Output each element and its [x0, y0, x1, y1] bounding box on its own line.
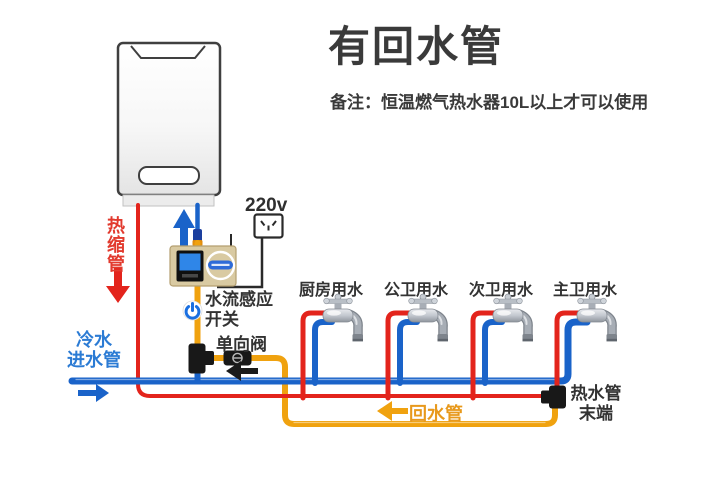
check-valve-label: 单向阀 — [216, 335, 267, 354]
heater-base — [122, 194, 215, 207]
power-switch-icon — [182, 300, 203, 321]
cold-inlet-label: 冷水 进水管 — [58, 330, 130, 370]
faucet-group-public-bath: 公卫用水 — [376, 276, 456, 348]
return-pipe-run — [201, 355, 558, 427]
faucet-group-master-bath: 主卫用水 — [545, 276, 625, 348]
power-cord — [217, 233, 264, 289]
controller-ring — [205, 250, 236, 281]
faucet-icon — [404, 293, 448, 345]
check-valve-direction-arrow — [226, 361, 258, 381]
return-pipe-label: 回水管 — [409, 404, 463, 424]
hot-riser-4 — [554, 310, 592, 395]
hot-riser-2 — [385, 310, 423, 401]
cold-inlet-label-line1: 冷水 — [76, 330, 112, 350]
water-heater — [116, 41, 222, 207]
heater-top-notch — [130, 45, 206, 59]
voltage-label: 220v — [245, 195, 288, 216]
note-text: 备注：恒温燃气热水器10L以上才可以使用 — [330, 93, 649, 112]
hot-riser-1 — [300, 310, 338, 401]
faucet-group-second-bath: 次卫用水 — [461, 276, 541, 348]
hot-riser-3 — [470, 310, 508, 401]
flow-sensor-controller — [169, 245, 237, 287]
cold-riser-1 — [312, 319, 335, 386]
faucet-icon — [489, 293, 533, 345]
faucet-label: 厨房用水 — [298, 282, 363, 299]
heat-shrink-pipe-label: 热缩管 — [105, 216, 125, 273]
flow-up-arrow — [173, 209, 195, 246]
cold-inlet-label-line2: 进水管 — [67, 350, 121, 370]
inlet-connector — [193, 229, 202, 242]
power-outlet-icon — [253, 213, 284, 239]
check-valve-icon — [223, 350, 252, 366]
heater-vent — [138, 166, 200, 185]
faucet-group-kitchen: 厨房用水 — [291, 276, 371, 348]
page-title: 有回水管 — [328, 23, 505, 70]
heat-down-arrow — [106, 268, 130, 303]
hot-end-label-line1: 热水管 — [570, 384, 622, 403]
hot-end-label: 热水管 末端 — [563, 384, 629, 424]
faucet-icon — [319, 293, 363, 345]
faucet-label: 公卫用水 — [383, 282, 448, 299]
hot-end-label-line2: 末端 — [579, 404, 613, 423]
tee-fitting — [188, 343, 214, 374]
faucet-icon — [573, 293, 617, 345]
faucet-label: 次卫用水 — [468, 282, 533, 299]
flow-switch-label-line2: 开关 — [205, 310, 239, 329]
cold-riser-3 — [482, 319, 505, 386]
flow-switch-label-line1: 水流感应 — [205, 290, 273, 309]
faucet-label: 主卫用水 — [552, 282, 617, 299]
cold-water-main-pipe — [68, 318, 591, 385]
cold-riser-2 — [397, 319, 420, 386]
return-flow-arrow — [377, 401, 408, 421]
cold-inlet-arrow — [78, 384, 109, 402]
flow-switch-label: 水流感应 开关 — [205, 290, 273, 330]
hot-end-fitting — [541, 385, 566, 409]
